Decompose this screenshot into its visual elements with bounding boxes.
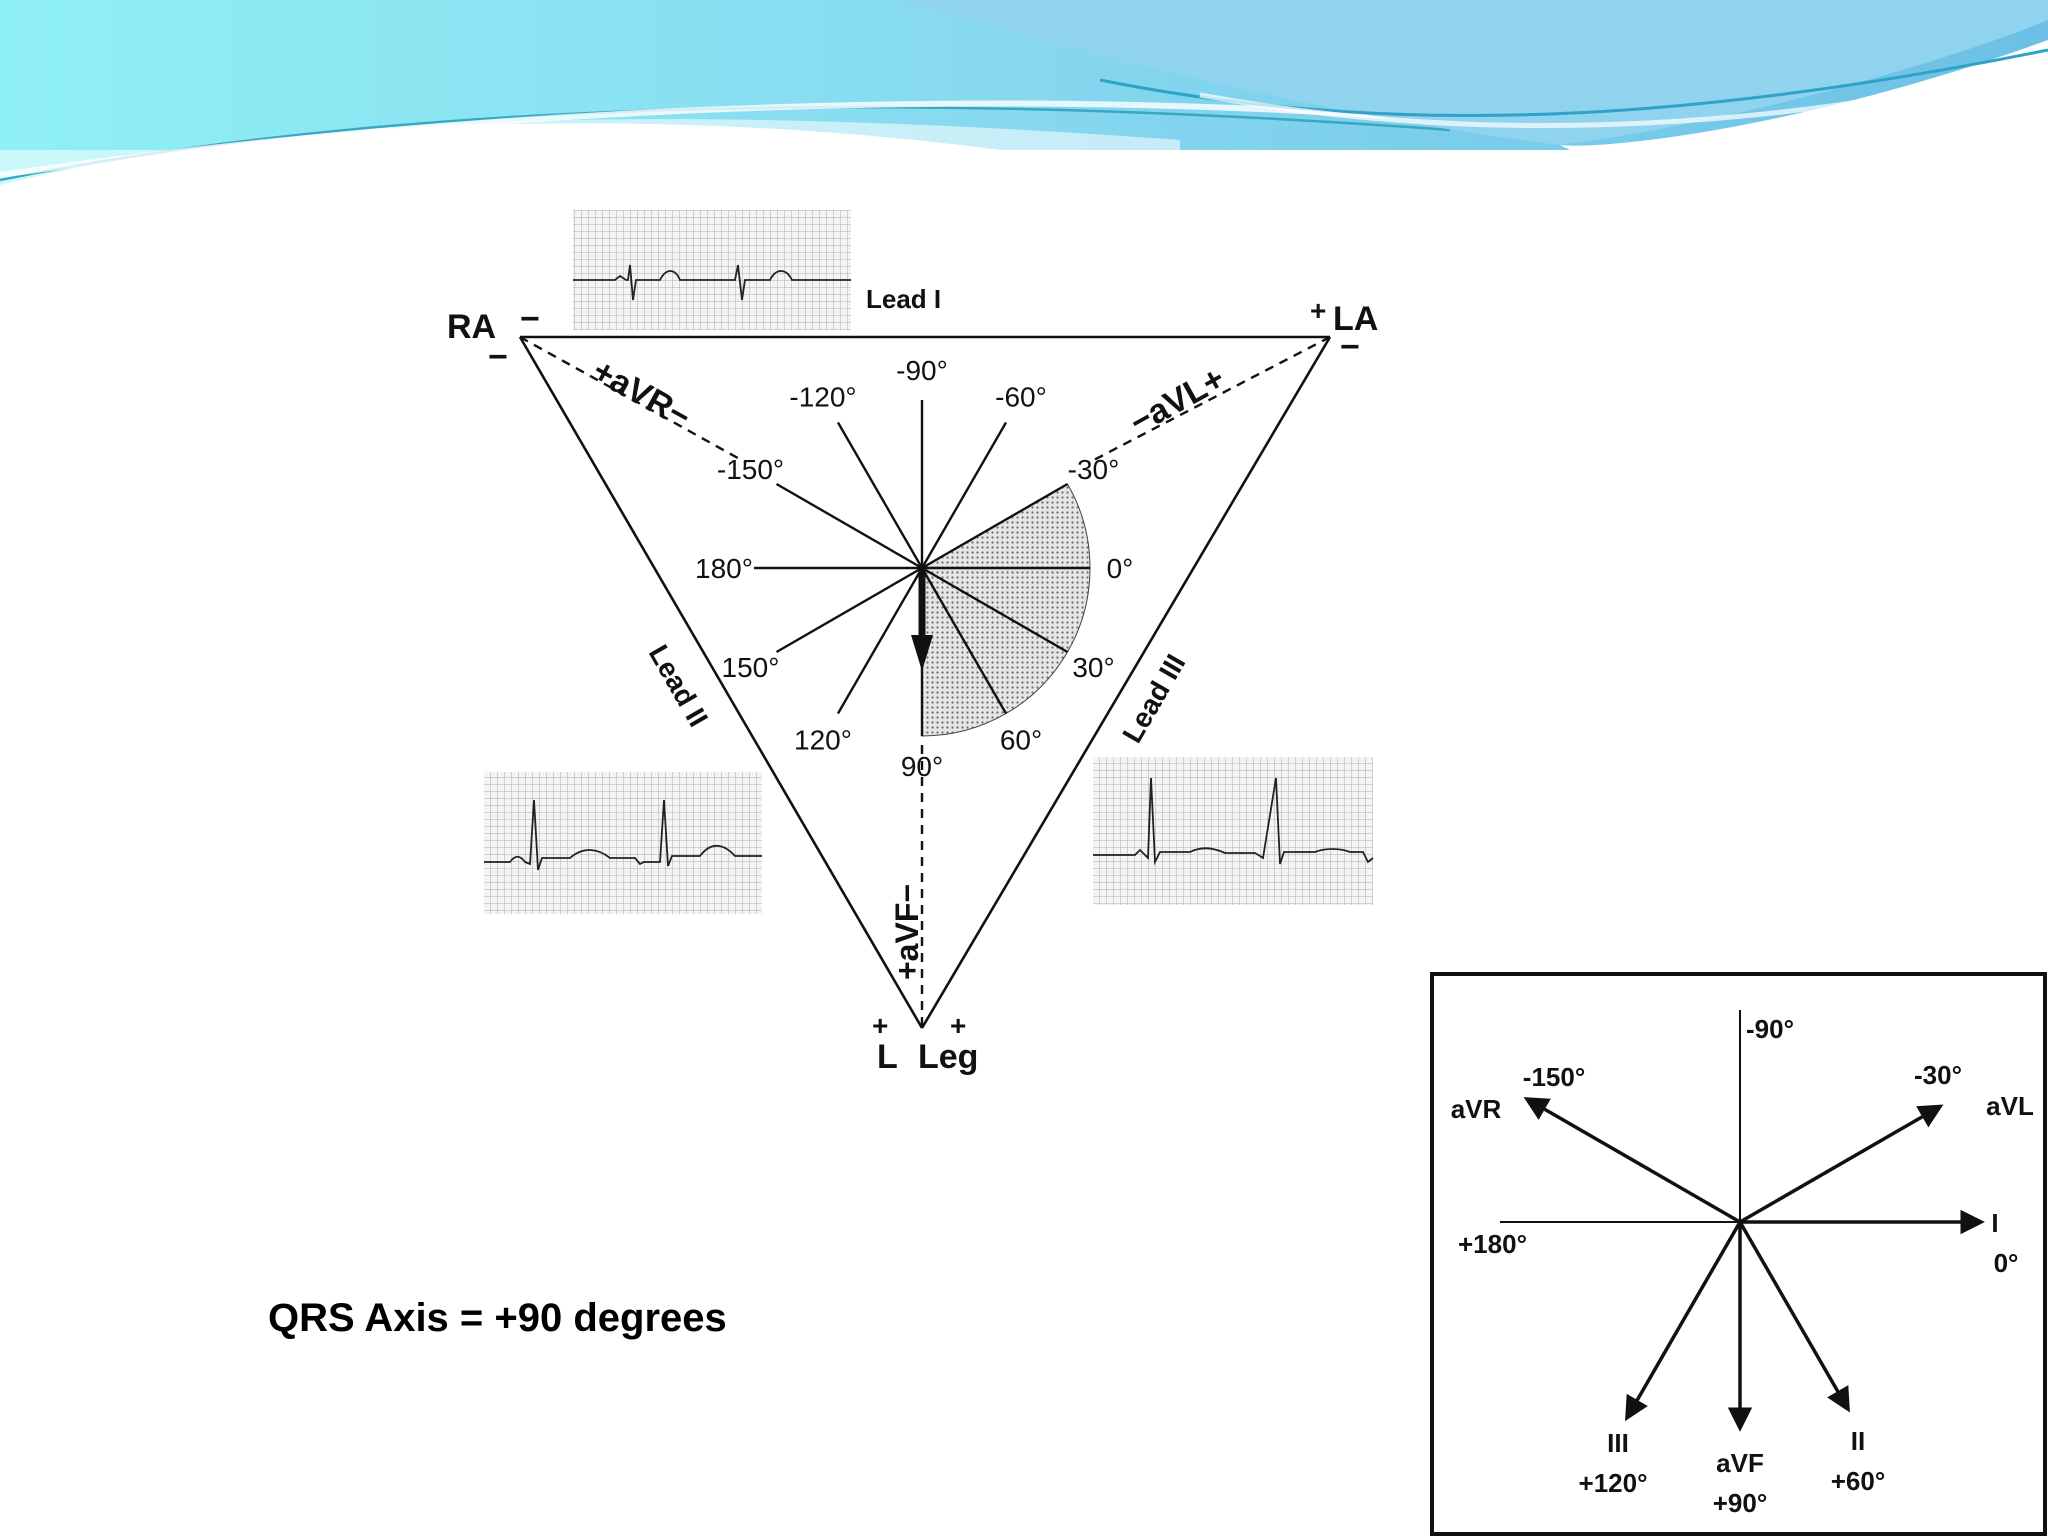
- augmented-lead-lines: [519, 335, 1331, 1028]
- qrs-axis-arrowhead: [911, 635, 933, 671]
- spoke-line: [775, 566, 923, 654]
- ref-lead-name: aVL: [1986, 1091, 2034, 1121]
- ecg-strip-lead-i: [573, 210, 851, 330]
- einthoven-triangle: [518, 335, 1332, 1029]
- reference-axes: [1500, 1010, 1985, 1432]
- ra-label: RA: [447, 308, 496, 346]
- ref-lead-name: aVF: [1716, 1448, 1764, 1478]
- ra-minus-sign: −: [520, 300, 540, 338]
- ref-lead-name: II: [1851, 1426, 1865, 1456]
- spoke-line: [775, 482, 923, 570]
- ref-lead-name: III: [1607, 1428, 1629, 1458]
- ref-left-degree-label: +180°: [1458, 1229, 1527, 1259]
- spoke-degree-label: -60°: [995, 382, 1047, 413]
- ecg-strip-lead-ii: [484, 772, 762, 914]
- spoke-line: [921, 566, 1069, 654]
- spoke-degree-label: 60°: [1000, 725, 1042, 756]
- avf-label: +aVF−: [889, 884, 925, 980]
- ref-top-degree-label: -90°: [1746, 1014, 1794, 1044]
- ref-lead-name: I: [1991, 1208, 1998, 1238]
- qrs-axis-caption: QRS Axis = +90 degrees: [268, 1296, 727, 1340]
- hexaxial-degree-labels: -150° -120° -90° -60° -30° 0° 30° 60° 90° 120° 150…: [695, 355, 1133, 782]
- spoke-line: [836, 567, 924, 715]
- spoke-line: [836, 421, 924, 569]
- hexaxial-spokes: [754, 400, 1090, 736]
- leg-plus-left: +: [872, 1010, 888, 1041]
- avl-label: −aVL+: [1123, 359, 1231, 442]
- reference-labels: -90° +180° I 0° aVL -30° aVR -150° II +60° aVF +90°…: [1451, 1014, 2034, 1518]
- spoke-line: [920, 567, 1008, 715]
- la-plus-sign: +: [1310, 295, 1326, 326]
- spoke-degree-label: -90°: [896, 355, 948, 386]
- ref-lead-degrees: +120°: [1579, 1468, 1648, 1498]
- lead-i-label: Lead I: [866, 284, 941, 314]
- spoke-degree-label: 180°: [695, 553, 753, 584]
- triangle-labels: RA − − + LA − + + L Leg Lead I Lead II L…: [447, 284, 1378, 1076]
- leg-plus-right: +: [950, 1010, 966, 1041]
- spoke-line: [921, 482, 1069, 570]
- leg-label-l: L: [877, 1038, 898, 1076]
- ecg-strip-lead-iii: [1093, 757, 1374, 905]
- lead-iii-label: Lead III: [1116, 649, 1191, 748]
- leg-label-leg: Leg: [918, 1038, 978, 1076]
- spoke-degree-label: 90°: [901, 751, 943, 782]
- spoke-degree-label: 150°: [722, 652, 780, 683]
- ra-lead-ii-minus-sign: −: [488, 338, 508, 376]
- ref-lead-arrow: [1739, 1104, 1944, 1224]
- spoke-degree-label: 30°: [1072, 652, 1114, 683]
- la-minus-sign: −: [1340, 328, 1360, 366]
- spoke-degree-label: 120°: [794, 725, 852, 756]
- ref-lead-degrees: -30°: [1914, 1060, 1962, 1090]
- header-wave-decoration: [0, 0, 2048, 185]
- spoke-line: [920, 421, 1008, 569]
- avr-label: +aVR−: [586, 352, 697, 437]
- ref-lead-name: aVR: [1451, 1094, 1502, 1124]
- spoke-degree-label: -30°: [1068, 454, 1120, 485]
- la-label: LA: [1333, 300, 1378, 338]
- ref-lead-degrees: +90°: [1713, 1488, 1768, 1518]
- ref-lead-degrees: +60°: [1831, 1466, 1886, 1496]
- ref-lead-arrow: [1738, 1221, 1850, 1413]
- ref-lead-arrow: [1523, 1097, 1741, 1224]
- spoke-degree-label: -150°: [717, 454, 784, 485]
- spoke-degree-label: 0°: [1107, 553, 1134, 584]
- spoke-degree-label: -120°: [789, 382, 856, 413]
- ref-lead-degrees: -150°: [1523, 1062, 1585, 1092]
- ref-lead-arrow: [1625, 1221, 1742, 1422]
- ref-lead-degrees: 0°: [1994, 1248, 2019, 1278]
